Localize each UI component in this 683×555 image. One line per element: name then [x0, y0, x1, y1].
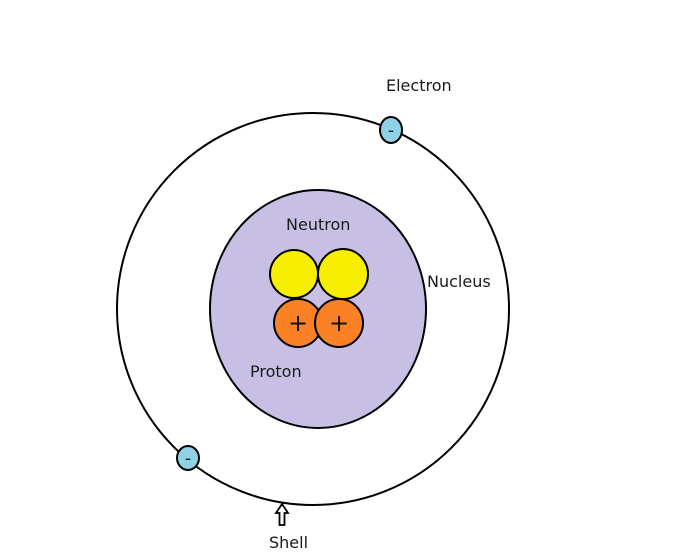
proton-2-sign: + [329, 309, 349, 337]
proton-label: Proton [250, 362, 302, 381]
neutron-1 [269, 249, 319, 299]
proton-2: + [314, 298, 364, 348]
proton-1-sign: + [288, 309, 308, 337]
electron-1-sign: - [388, 121, 394, 141]
electron-1: - [379, 116, 403, 144]
electron-shell [116, 112, 510, 506]
neutron-2 [317, 248, 369, 300]
electron-2: - [176, 445, 200, 471]
electron-label: Electron [386, 76, 452, 95]
nucleus-label: Nucleus [427, 272, 491, 291]
neutron-label: Neutron [286, 215, 350, 234]
shell-label: Shell [269, 533, 308, 552]
proton-1: + [273, 298, 323, 348]
shell-arrow-icon [274, 502, 290, 526]
electron-2-sign: - [185, 449, 191, 469]
